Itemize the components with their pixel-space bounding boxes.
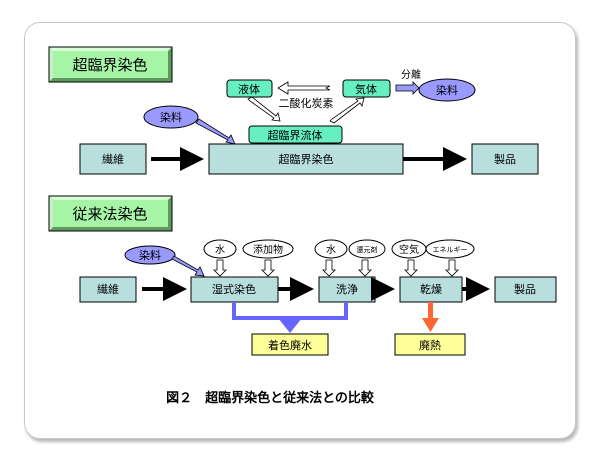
down-arrow-water-2: [322, 259, 336, 277]
separated-dye-label: 染料: [436, 83, 458, 97]
fiber-box-conventional: 繊維: [79, 276, 137, 303]
figure-caption: 図２ 超臨界染色と従来法との比較: [166, 390, 375, 406]
dye-ellipse-supercritical: 染料: [143, 105, 199, 129]
product-label-conventional: 製品: [514, 282, 536, 296]
wet-dyeing-box: 湿式染色: [190, 276, 279, 303]
wet-dyeing-label: 湿式染色: [212, 282, 256, 296]
title-box-conventional: 従来法染色: [48, 195, 173, 232]
down-arrow-additive: [261, 259, 275, 277]
title-box-supercritical: 超臨界染色: [48, 46, 173, 83]
waste-heat-arrow: [422, 302, 439, 332]
separation-arrow: [395, 81, 420, 95]
input-arrows: [213, 259, 459, 277]
product-box-supercritical: 製品: [471, 143, 539, 175]
input-water-1: 水: [203, 239, 237, 259]
drying-label: 乾燥: [420, 283, 442, 296]
dye-ellipse-conventional: 染料: [124, 245, 176, 265]
waste-heat-box: 廃熱: [394, 333, 466, 356]
fluid-label: 超臨界流体: [268, 128, 323, 142]
liquid-to-fluid-arrow: [247, 96, 281, 122]
down-arrow-reducer: [358, 259, 372, 277]
water-2-label: 水: [326, 244, 336, 256]
down-arrow-air: [404, 259, 418, 277]
gas-to-liquid-arrow: [277, 81, 331, 95]
reducer-label: 還元剤: [357, 245, 378, 254]
co2-label: 二酸化炭素: [279, 96, 334, 110]
input-additive: 添加物: [242, 239, 294, 259]
title-supercritical: 超臨界染色: [72, 56, 147, 74]
gas-label: 気体: [355, 82, 377, 96]
separated-dye-ellipse: 染料: [418, 78, 476, 102]
input-water-2: 水: [314, 239, 348, 259]
gas-box: 気体: [342, 79, 391, 98]
dye-label-supercritical: 染料: [160, 110, 182, 124]
drying-box: 乾燥: [399, 276, 463, 303]
product-box-conventional: 製品: [494, 276, 557, 303]
separation-label: 分離: [401, 68, 421, 81]
dye-arrow-supercritical: [195, 118, 236, 145]
colored-wastewater-label: 着色廃水: [268, 338, 312, 352]
product-label-supercritical: 製品: [494, 152, 516, 166]
waste-heat-label: 廃熱: [419, 338, 441, 352]
water-1-label: 水: [215, 244, 225, 256]
supercritical-dyeing-label: 超臨界染色: [279, 152, 334, 166]
supercritical-fluid-box: 超臨界流体: [248, 125, 343, 144]
input-reducer: 還元剤: [348, 239, 386, 259]
wastewater-arrow: [232, 302, 348, 333]
down-arrow-energy: [445, 259, 459, 277]
washing-label: 洗浄: [336, 282, 358, 296]
dye-label-conventional: 染料: [139, 248, 161, 262]
air-label: 空気: [399, 243, 419, 256]
fluid-to-gas-arrow: [329, 97, 365, 124]
down-arrow-water-1: [213, 259, 227, 277]
supercritical-dyeing-box: 超臨界染色: [208, 143, 404, 175]
input-energy: エネルギー: [425, 239, 475, 259]
input-air: 空気: [391, 239, 427, 259]
liquid-label: 液体: [238, 82, 260, 96]
washing-box: 洗浄: [318, 276, 376, 303]
liquid-box: 液体: [226, 79, 273, 98]
fiber-box-supercritical: 繊維: [79, 143, 147, 175]
energy-label: エネルギー: [433, 246, 468, 254]
colored-wastewater-box: 着色廃水: [251, 333, 329, 356]
fiber-label-supercritical: 繊維: [102, 153, 124, 166]
dye-arrow-conventional: [171, 255, 205, 277]
additive-label: 添加物: [253, 243, 283, 256]
fiber-label-conventional: 繊維: [97, 283, 119, 296]
title-conventional: 従来法染色: [72, 205, 147, 223]
